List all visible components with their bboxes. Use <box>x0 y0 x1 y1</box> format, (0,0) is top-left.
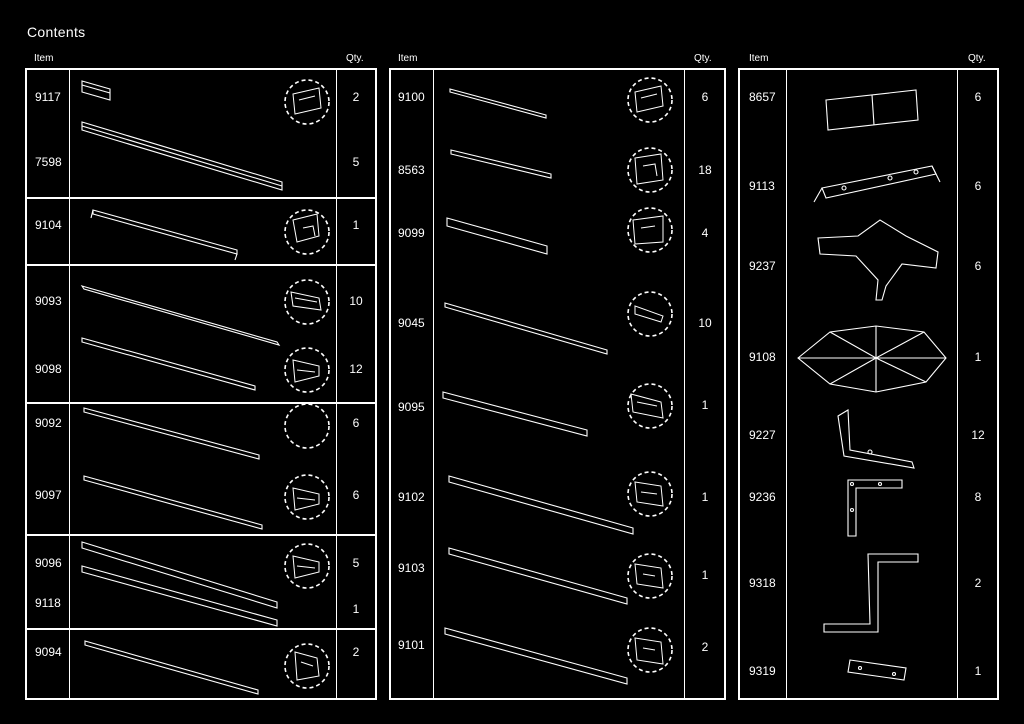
part-9118-drawing <box>81 565 278 627</box>
item-code-9318: 9318 <box>749 576 776 590</box>
part-9100-drawing <box>449 88 547 119</box>
item-code-7598: 7598 <box>35 155 62 169</box>
qty-header-col1: Qty. <box>346 53 364 64</box>
item-qty-9099: 4 <box>701 226 709 240</box>
item-qty-9118: 1 <box>352 602 360 616</box>
part-9092-drawing <box>83 407 260 460</box>
item-qty-9237: 6 <box>974 259 982 273</box>
part-9095-drawing <box>442 391 588 437</box>
part-9117-drawing <box>81 80 111 101</box>
part-8563-drawing <box>450 149 552 179</box>
item-code-9113: 9113 <box>749 179 775 193</box>
item-qty-9098: 12 <box>349 362 363 376</box>
part-9101-drawing <box>444 627 628 685</box>
part-9096-drawing <box>81 541 278 609</box>
part-8657-drawing <box>825 89 919 131</box>
item-header-col2: Item <box>398 53 418 64</box>
item-code-9227: 9227 <box>749 428 776 442</box>
part-9097-drawing <box>83 475 263 530</box>
contents-panel-3: 8657 6 9113 6 9237 6 9108 1 9227 12 9236… <box>738 68 999 700</box>
item-qty-9318: 2 <box>974 576 982 590</box>
parts-illustrations-3 <box>797 89 947 681</box>
item-qty-9108: 1 <box>974 350 982 364</box>
part-7598-drawing <box>81 121 283 191</box>
item-code-8563: 8563 <box>398 163 425 177</box>
part-9099-drawing <box>446 217 548 255</box>
item-qty-9104: 1 <box>352 218 360 232</box>
part-9102-drawing <box>448 475 634 535</box>
item-code-9100: 9100 <box>398 90 425 104</box>
item-code-9093: 9093 <box>35 294 62 308</box>
part-9094-drawing <box>84 640 259 695</box>
item-qty-9113: 6 <box>974 179 982 193</box>
item-code-8657: 8657 <box>749 90 776 104</box>
item-code-9097: 9097 <box>35 488 62 502</box>
part-9318-drawing <box>823 553 919 633</box>
item-qty-9095: 1 <box>701 398 709 412</box>
parts-illustrations-2 <box>442 77 673 685</box>
part-9045-drawing <box>444 302 608 355</box>
item-qty-9093: 10 <box>349 294 363 308</box>
item-code-9099: 9099 <box>398 226 425 240</box>
item-header-col3: Item <box>749 53 769 64</box>
item-qty-8563: 18 <box>698 163 712 177</box>
item-code-9319: 9319 <box>749 664 776 678</box>
item-qty-9096: 5 <box>352 556 360 570</box>
item-code-9103: 9103 <box>398 561 425 575</box>
item-qty-9102: 1 <box>701 490 709 504</box>
item-qty-9103: 1 <box>701 568 709 582</box>
item-qty-9117: 2 <box>352 90 360 104</box>
item-code-9096: 9096 <box>35 556 62 570</box>
qty-header-col2: Qty. <box>694 53 712 64</box>
item-code-9104: 9104 <box>35 218 62 232</box>
item-qty-9045: 10 <box>698 316 712 330</box>
item-code-9118: 9118 <box>35 596 61 610</box>
item-code-9092: 9092 <box>35 416 62 430</box>
item-qty-9094: 2 <box>352 645 360 659</box>
part-9237-drawing <box>817 219 939 301</box>
part-9113-drawing <box>813 165 941 203</box>
part-9098-drawing <box>81 337 256 391</box>
item-code-9094: 9094 <box>35 645 62 659</box>
item-code-9101: 9101 <box>398 638 425 652</box>
item-qty-9319: 1 <box>974 664 982 678</box>
part-9103-drawing <box>448 547 628 605</box>
part-9093-drawing <box>80 285 281 346</box>
part-9319-drawing <box>847 659 907 681</box>
item-code-9237: 9237 <box>749 259 776 273</box>
item-header-col1: Item <box>34 53 54 64</box>
item-code-9095: 9095 <box>398 400 425 414</box>
parts-illustrations-1 <box>80 79 330 695</box>
item-code-9236: 9236 <box>749 490 776 504</box>
contents-panel-2: 9100 6 8563 18 9099 4 9045 10 9095 1 910… <box>389 68 726 700</box>
item-code-9098: 9098 <box>35 362 62 376</box>
part-9227-drawing <box>837 409 915 469</box>
item-code-9045: 9045 <box>398 316 425 330</box>
item-qty-9092: 6 <box>352 416 360 430</box>
item-qty-8657: 6 <box>974 90 982 104</box>
page-title: Contents <box>27 24 86 40</box>
item-code-9108: 9108 <box>749 350 776 364</box>
part-9104-drawing <box>90 209 238 261</box>
qty-header-col3: Qty. <box>968 53 986 64</box>
item-code-9102: 9102 <box>398 490 425 504</box>
part-9108-drawing <box>797 325 947 393</box>
item-qty-9101: 2 <box>701 640 709 654</box>
part-9236-drawing <box>847 479 903 537</box>
item-qty-9097: 6 <box>352 488 360 502</box>
item-qty-9100: 6 <box>701 90 709 104</box>
item-code-9117: 9117 <box>35 90 61 104</box>
contents-panel-1: 9117 2 7598 5 9104 1 9093 10 9098 12 909… <box>25 68 377 700</box>
item-qty-9227: 12 <box>971 428 985 442</box>
item-qty-9236: 8 <box>974 490 982 504</box>
item-qty-7598: 5 <box>352 155 360 169</box>
